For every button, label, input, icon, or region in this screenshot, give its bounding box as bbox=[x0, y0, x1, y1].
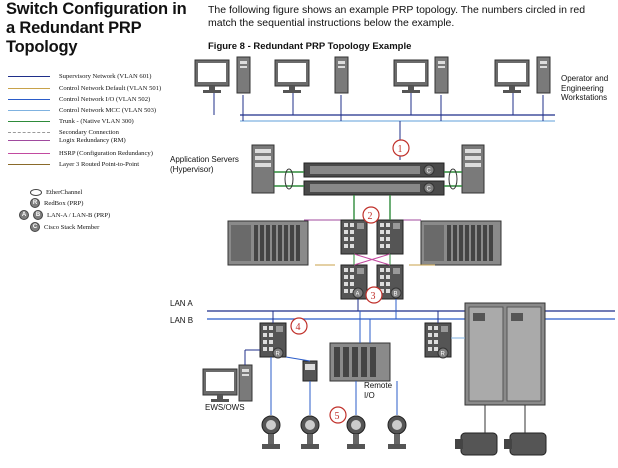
legend-line-swatch bbox=[8, 152, 50, 154]
motor-2 bbox=[504, 432, 547, 456]
legend-line-swatch bbox=[8, 120, 50, 122]
legend-line-swatch bbox=[8, 109, 50, 111]
controller-rack-left bbox=[227, 220, 309, 266]
redbox-badge: R bbox=[276, 352, 281, 358]
legend-item: Control Network MCC (VLAN 503) bbox=[8, 105, 156, 115]
step-number: 4 bbox=[296, 322, 301, 333]
ews-monitor bbox=[202, 368, 238, 403]
legend-label: Secondary Connection bbox=[59, 128, 119, 136]
workstation-2 bbox=[274, 56, 349, 94]
legend-label: Control Network I/O (VLAN 502) bbox=[59, 95, 151, 103]
legend-line-swatch bbox=[8, 98, 50, 100]
legend-line-swatch bbox=[8, 87, 50, 89]
app-server-right bbox=[461, 144, 485, 194]
step-number: 2 bbox=[368, 211, 373, 222]
legend-label: Logix Redundancy (RM) bbox=[59, 136, 126, 144]
lan-b-icon: B bbox=[33, 210, 43, 220]
stack-badge: C bbox=[427, 187, 432, 193]
legend-label: Supervisory Network (VLAN 601) bbox=[59, 72, 152, 80]
step-number: 3 bbox=[371, 291, 376, 302]
core-switch-stack bbox=[303, 162, 445, 196]
legend-symbol-label: EtherChannel bbox=[46, 189, 83, 196]
lan-b-badge: B bbox=[394, 292, 398, 298]
controller-rack-right bbox=[420, 220, 502, 266]
legend-label: Control Network Default (VLAN 501) bbox=[59, 84, 162, 92]
ews-ows-label: EWS/OWS bbox=[205, 403, 245, 412]
legend-symbol-label: RedBox (PRP) bbox=[44, 199, 84, 207]
legend-symbol-item: A B LAN-A / LAN-B (PRP) bbox=[19, 210, 110, 220]
transmitter-2 bbox=[300, 415, 320, 450]
step-marker-5 bbox=[329, 406, 347, 424]
legend-item: Supervisory Network (VLAN 601) bbox=[8, 71, 151, 81]
lan-b-label: LAN B bbox=[170, 316, 194, 325]
lan-a-icon: A bbox=[19, 210, 29, 220]
legend-label: Layer 3 Routed Point-to-Point bbox=[59, 160, 140, 168]
step-number: 1 bbox=[398, 144, 403, 155]
legend-line-swatch bbox=[8, 75, 50, 77]
transmitter-3 bbox=[346, 415, 366, 450]
transmitter-1 bbox=[261, 415, 281, 450]
legend-symbol-item: C Cisco Stack Member bbox=[30, 222, 99, 232]
stack-badge: C bbox=[427, 169, 432, 175]
legend-line-swatch bbox=[8, 163, 50, 165]
lan-a-label: LAN A bbox=[170, 299, 193, 308]
step-marker-3 bbox=[365, 286, 383, 304]
legend-label: Control Network MCC (VLAN 503) bbox=[59, 106, 157, 114]
legend-item: Layer 3 Routed Point-to-Point bbox=[8, 159, 139, 169]
distribution-switch-2 bbox=[376, 219, 404, 255]
redbox-icon: R bbox=[30, 198, 40, 208]
remote-io-label: Remote I/O bbox=[364, 381, 393, 400]
redbox-badge: R bbox=[441, 352, 446, 358]
legend-symbol-item: EtherChannel bbox=[30, 189, 82, 196]
step-marker-4 bbox=[290, 317, 308, 335]
step-marker-1 bbox=[392, 139, 410, 157]
field-device-panel bbox=[302, 360, 318, 382]
legend-symbol-label: Cisco Stack Member bbox=[44, 223, 100, 231]
ews-tower bbox=[238, 364, 253, 402]
intro-paragraph: The following figure shows an example PR… bbox=[208, 4, 586, 29]
legend-line-swatch bbox=[8, 131, 50, 133]
legend-item: Trunk - (Native VLAN 300) bbox=[8, 116, 134, 126]
legend-line-swatch bbox=[8, 139, 50, 141]
mcc-cabinet bbox=[464, 302, 546, 406]
figure-title: Figure 8 - Redundant PRP Topology Exampl… bbox=[208, 41, 412, 52]
legend-item: Control Network Default (VLAN 501) bbox=[8, 83, 161, 93]
application-servers-label: Application Servers (Hypervisor) bbox=[170, 155, 239, 174]
app-server-left bbox=[251, 144, 275, 194]
prp-topology-diagram: C C A B R R bbox=[194, 56, 615, 456]
lan-a-badge: A bbox=[356, 292, 360, 298]
legend-label: Trunk - (Native VLAN 300) bbox=[59, 117, 134, 125]
step-number: 5 bbox=[335, 411, 340, 422]
stack-member-icon: C bbox=[30, 222, 40, 232]
transmitter-4 bbox=[387, 415, 407, 450]
workstation-4 bbox=[494, 56, 551, 94]
operator-workstations-label: Operator and Engineering Workstations bbox=[561, 74, 609, 102]
workstation-1 bbox=[194, 56, 251, 94]
motor-1 bbox=[455, 432, 498, 456]
legend-symbol-item: R RedBox (PRP) bbox=[30, 198, 83, 208]
workstation-3 bbox=[393, 56, 449, 94]
legend-item: Control Network I/O (VLAN 502) bbox=[8, 94, 150, 104]
legend-label: HSRP (Configuration Redundancy) bbox=[59, 149, 153, 157]
distribution-switch-1 bbox=[340, 219, 368, 255]
legend-item: HSRP (Configuration Redundancy) bbox=[8, 148, 153, 158]
legend-item: Logix Redundancy (RM) bbox=[8, 135, 126, 145]
remote-io-rack bbox=[329, 342, 391, 382]
etherchannel-icon bbox=[30, 189, 42, 196]
page-title: Switch Configuration in a Redundant PRP … bbox=[6, 0, 187, 56]
step-marker-2 bbox=[362, 206, 380, 224]
legend-symbol-label: LAN-A / LAN-B (PRP) bbox=[47, 211, 111, 219]
legend-item: Secondary Connection bbox=[8, 127, 119, 137]
